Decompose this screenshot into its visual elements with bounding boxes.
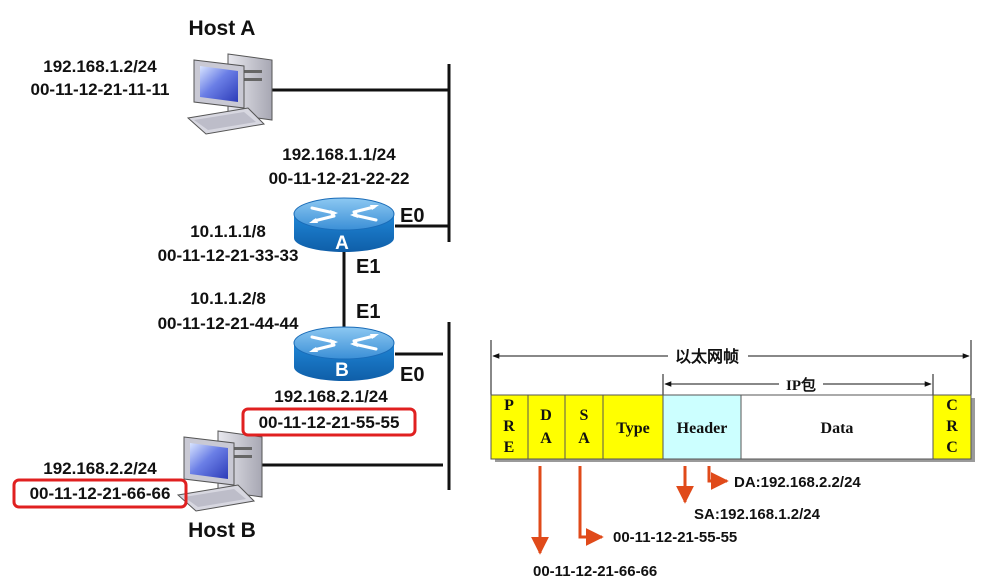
router-a-name: A xyxy=(335,233,349,254)
field-pre-letter-2: R xyxy=(503,418,515,435)
router-b-icon xyxy=(293,326,395,381)
field-pre-letter-3: E xyxy=(504,439,515,456)
field-header xyxy=(662,394,742,460)
router-b-e1-mac: 00-11-12-21-44-44 xyxy=(158,314,299,333)
field-sa-letter-2: A xyxy=(578,430,590,447)
router-a-e1-ip: 10.1.1.1/8 xyxy=(190,222,266,241)
field-crc-letter-2: R xyxy=(946,418,958,435)
frame-sa-arrow xyxy=(578,466,604,546)
ip-da-annotation: DA:192.168.2.2/24 xyxy=(734,474,861,491)
field-da-letter-1: D xyxy=(540,407,552,424)
field-sa-letter-1: S xyxy=(580,407,589,424)
network-links xyxy=(255,64,451,490)
router-b-e1-port: E1 xyxy=(356,301,380,323)
host-a-title: Host A xyxy=(189,17,256,40)
host-b-mac-highlight xyxy=(12,478,188,509)
field-da-letter-2: A xyxy=(540,430,552,447)
field-type-label: Type xyxy=(616,420,649,437)
field-crc-letter-3: C xyxy=(946,439,958,456)
router-b-e0-ip: 192.168.2.1/24 xyxy=(274,387,388,406)
ip-packet-label: IP包 xyxy=(786,376,816,394)
router-a-e0-ip: 192.168.1.1/24 xyxy=(282,145,396,164)
router-a-icon xyxy=(293,197,395,252)
host-a-computer-icon xyxy=(186,53,273,135)
field-pre-letter-1: P xyxy=(504,397,514,414)
field-type xyxy=(602,394,664,460)
router-a-e1-port: E1 xyxy=(356,256,380,278)
field-data-label: Data xyxy=(821,420,854,437)
ethernet-frame-diagram: 以太网帧 IP包 P R E D A S A Type Header Data … xyxy=(490,340,975,462)
host-b-title: Host B xyxy=(188,519,256,542)
host-a-ip: 192.168.1.2/24 xyxy=(43,57,157,76)
router-b-e0-port: E0 xyxy=(400,364,424,386)
router-a-e1-mac: 00-11-12-21-33-33 xyxy=(158,246,299,265)
field-sa xyxy=(564,394,604,460)
field-da xyxy=(527,394,566,460)
field-crc-letter-1: C xyxy=(946,397,958,414)
frame-sa-annotation: 00-11-12-21-55-55 xyxy=(613,529,737,546)
field-header-label: Header xyxy=(677,420,728,437)
field-pre xyxy=(490,394,529,460)
host-b-ip: 192.168.2.2/24 xyxy=(43,459,157,478)
router-a-e0-mac: 00-11-12-21-22-22 xyxy=(269,169,410,188)
ip-da-arrow xyxy=(707,466,729,490)
frame-title: 以太网帧 xyxy=(675,347,739,366)
frame-da-annotation: 00-11-12-21-66-66 xyxy=(533,563,657,580)
frame-annotations xyxy=(531,466,729,555)
host-b-computer-icon xyxy=(176,430,263,512)
router-a-e0-port: E0 xyxy=(400,205,424,227)
router-b-name: B xyxy=(335,360,349,381)
router-b-e0-mac: 00-11-12-21-55-55 xyxy=(259,413,400,432)
ip-sa-annotation: SA:192.168.1.2/24 xyxy=(694,506,821,523)
field-data xyxy=(740,394,934,460)
host-a-mac: 00-11-12-21-11-11 xyxy=(31,80,170,99)
field-crc xyxy=(932,394,972,460)
host-b-mac: 00-11-12-21-66-66 xyxy=(30,484,171,503)
router-b-mac-highlight xyxy=(241,407,417,437)
router-b-e1-ip: 10.1.1.2/8 xyxy=(190,289,266,308)
